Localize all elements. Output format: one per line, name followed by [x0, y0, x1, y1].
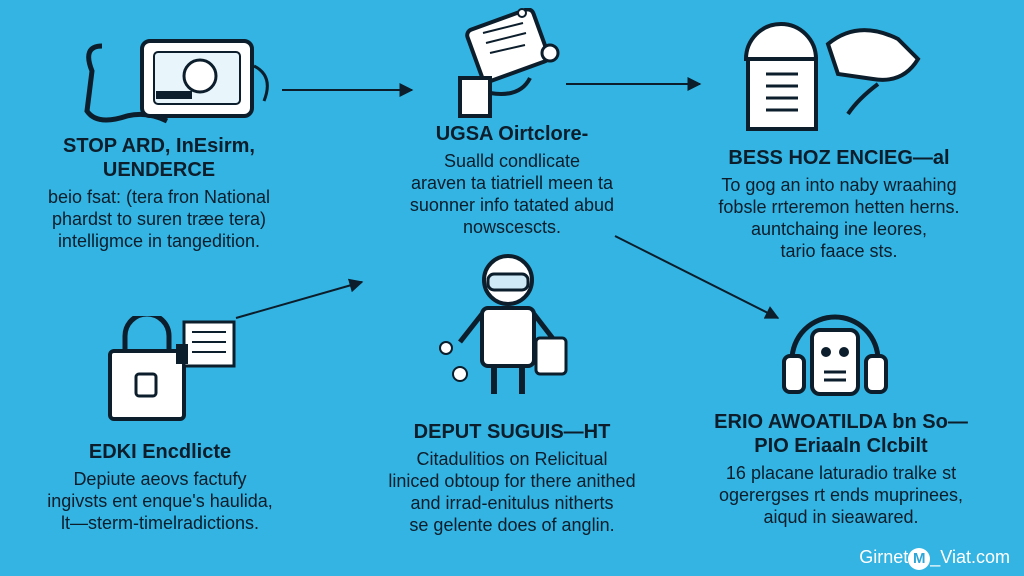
device-cable-icon — [84, 39, 269, 124]
watermark-prefix: Girnet — [859, 547, 909, 567]
node-bottom-center: DEPUT SUGUIS—HT Citadulitios on Relicitu… — [336, 420, 688, 536]
headphones-robot-icon — [782, 314, 888, 396]
node-title: DEPUT SUGUIS—HT — [413, 421, 611, 443]
padlock-document-icon — [108, 316, 236, 421]
machine-lab-icon — [458, 8, 560, 118]
arrow-4 — [614, 235, 780, 319]
node-title: UGSA Oirtclore- — [435, 123, 589, 145]
node-title: BESS HOZ ENCIEG—al — [728, 147, 950, 169]
astronaut-worker-icon — [439, 254, 568, 394]
watermark-suffix: _Viat.com — [930, 547, 1010, 567]
node-top-left: STOP ARD, InEsirm,UENDERCE beio fsat: (t… — [14, 134, 304, 252]
watermark-badge: M — [908, 548, 931, 570]
node-title: EDKI Encdlicte — [88, 441, 232, 463]
node-title: STOP ARD, InEsirm,UENDERCE — [63, 135, 255, 181]
handshake-document-icon — [743, 22, 921, 131]
node-bottom-right: ERIO AWOATILDA bn So—PIO Eriaaln Clcbilt… — [676, 410, 1006, 528]
node-top-right: BESS HOZ ENCIEG—al To gog an into naby w… — [674, 146, 1004, 262]
node-title: ERIO AWOATILDA bn So—PIO Eriaaln Clcbilt — [714, 411, 968, 457]
arrow-3 — [235, 278, 364, 319]
